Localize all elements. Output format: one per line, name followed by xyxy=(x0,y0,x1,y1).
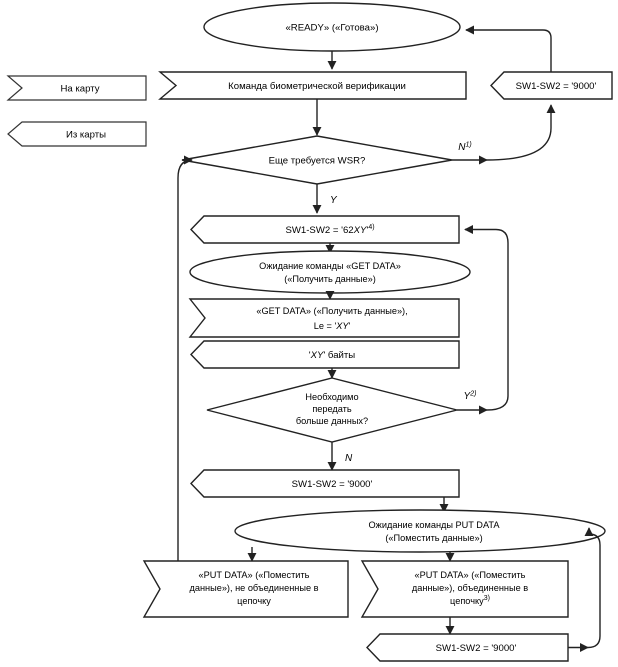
node-sw62xy-italic: XY xyxy=(353,225,367,236)
node-sw9000-bottom-label: SW1-SW2 = '9000' xyxy=(436,643,517,654)
legend-from-card-label: Из карты xyxy=(66,130,106,141)
svg-text:цепочку3): цепочку3) xyxy=(450,595,490,606)
node-get-data-cmd: «GET DATA» («Получить данные»), Le = 'XY… xyxy=(188,298,460,338)
node-sw9000-top: SW1-SW2 = '9000' xyxy=(490,71,613,100)
edge-label-more-no: N xyxy=(345,453,353,464)
node-more-data-decision: Необходимо передать больше данных? xyxy=(206,377,458,443)
node-wait-put-data: Ожидание команды PUT DATA («Поместить да… xyxy=(234,509,606,553)
node-sw62xy-prefix: SW1-SW2 = '62 xyxy=(285,225,353,236)
node-sw62xy-suffix: ' xyxy=(366,225,368,236)
node-sw9000-mid-label: SW1-SW2 = '9000' xyxy=(292,479,373,490)
node-wait-get-data-line1: Ожидание команды «GET DATA» xyxy=(259,261,401,271)
node-put-data-chained-sup: 3) xyxy=(484,595,490,602)
edge-label-wsr-no: N1) xyxy=(458,142,471,154)
node-put-data-unchained-line1: «PUT DATA» («Поместить xyxy=(199,570,310,580)
node-wait-get-data: Ожидание команды «GET DATA» («Получить д… xyxy=(189,250,471,294)
node-ready: «READY» («Готова») xyxy=(203,2,461,52)
node-put-data-unchained-line2: данные»), не объединенные в xyxy=(189,583,318,593)
node-get-data-cmd-line1: «GET DATA» («Получить данные»), xyxy=(256,306,407,316)
node-more-data-line1: Необходимо xyxy=(305,392,358,402)
node-sw9000-bottom: SW1-SW2 = '9000' xyxy=(366,633,569,662)
node-sw9000-top-label: SW1-SW2 = '9000' xyxy=(516,81,597,92)
node-xy-bytes-suffix: ' байты xyxy=(323,350,355,361)
node-bio-cmd: Команда биометрической верификации xyxy=(158,71,467,100)
node-put-data-unchained-line3: цепочку xyxy=(237,596,271,606)
edge-sw9000top-to-ready xyxy=(465,25,552,72)
legend-to-card: На карту xyxy=(6,75,147,101)
svg-text:Le = 'XY': Le = 'XY' xyxy=(314,321,351,331)
node-more-data-line3: больше данных? xyxy=(296,416,368,426)
node-more-data-line2: передать xyxy=(312,404,352,414)
node-wait-get-data-line2: («Получить данные») xyxy=(284,274,376,284)
node-put-data-chained-line3: цепочку xyxy=(450,596,484,606)
node-wsr-decision-label: Еще требуется WSR? xyxy=(269,156,366,167)
node-xy-bytes-italic: XY xyxy=(310,350,324,361)
node-sw62xy-sup: 4) xyxy=(368,224,374,231)
edge-label-wsr-yes: Y xyxy=(330,195,338,206)
edge-wsr-no-to-sw9000top xyxy=(486,104,556,161)
edge-label-more-yes-sup: 2) xyxy=(469,391,476,398)
svg-text:SW1-SW2 = '62XY'4): SW1-SW2 = '62XY'4) xyxy=(285,224,374,236)
node-sw62xy: SW1-SW2 = '62XY'4) xyxy=(190,215,460,244)
edge-label-more-yes: Y2) xyxy=(464,391,477,403)
edge-label-wsr-no-letter: N xyxy=(458,142,466,153)
edge-label-more-yes-letter: Y xyxy=(464,391,472,402)
node-bio-cmd-label: Команда биометрической верификации xyxy=(228,81,406,92)
legend-from-card: Из карты xyxy=(7,121,147,147)
node-get-data-cmd-line2-italic: XY xyxy=(335,321,349,331)
node-ready-label: «READY» («Готова») xyxy=(285,23,378,34)
node-get-data-cmd-line2-prefix: Le = ' xyxy=(314,321,337,331)
svg-text:Y2): Y2) xyxy=(464,391,477,403)
edge-unchained-to-wsr xyxy=(177,155,193,561)
node-xy-bytes-prefix: ' xyxy=(309,350,311,361)
node-put-data-unchained: «PUT DATA» («Поместить данные»), не объе… xyxy=(142,560,349,618)
node-wait-put-data-line1: Ожидание команды PUT DATA xyxy=(369,520,501,530)
node-put-data-chained-line2: данные»), объединенные в xyxy=(412,583,528,593)
svg-text:'XY' байты: 'XY' байты xyxy=(309,350,356,361)
node-wait-put-data-line2: («Поместить данные») xyxy=(385,533,482,543)
legend-to-card-label: На карту xyxy=(60,84,99,95)
node-sw9000-mid: SW1-SW2 = '9000' xyxy=(190,469,460,498)
node-wsr-decision: Еще требуется WSR? xyxy=(181,135,453,185)
node-put-data-chained: «PUT DATA» («Поместить данные»), объедин… xyxy=(360,560,569,618)
svg-text:N1): N1) xyxy=(458,142,471,154)
edge-more-yes-to-sw62xy xyxy=(464,224,509,411)
node-put-data-chained-line1: «PUT DATA» («Поместить xyxy=(415,570,526,580)
edge-sw9000bottom-to-waitput xyxy=(584,527,601,649)
node-xy-bytes: 'XY' байты xyxy=(190,340,460,369)
edge-label-wsr-no-sup: 1) xyxy=(466,142,472,149)
node-get-data-cmd-line2-suffix: ' xyxy=(348,321,350,331)
